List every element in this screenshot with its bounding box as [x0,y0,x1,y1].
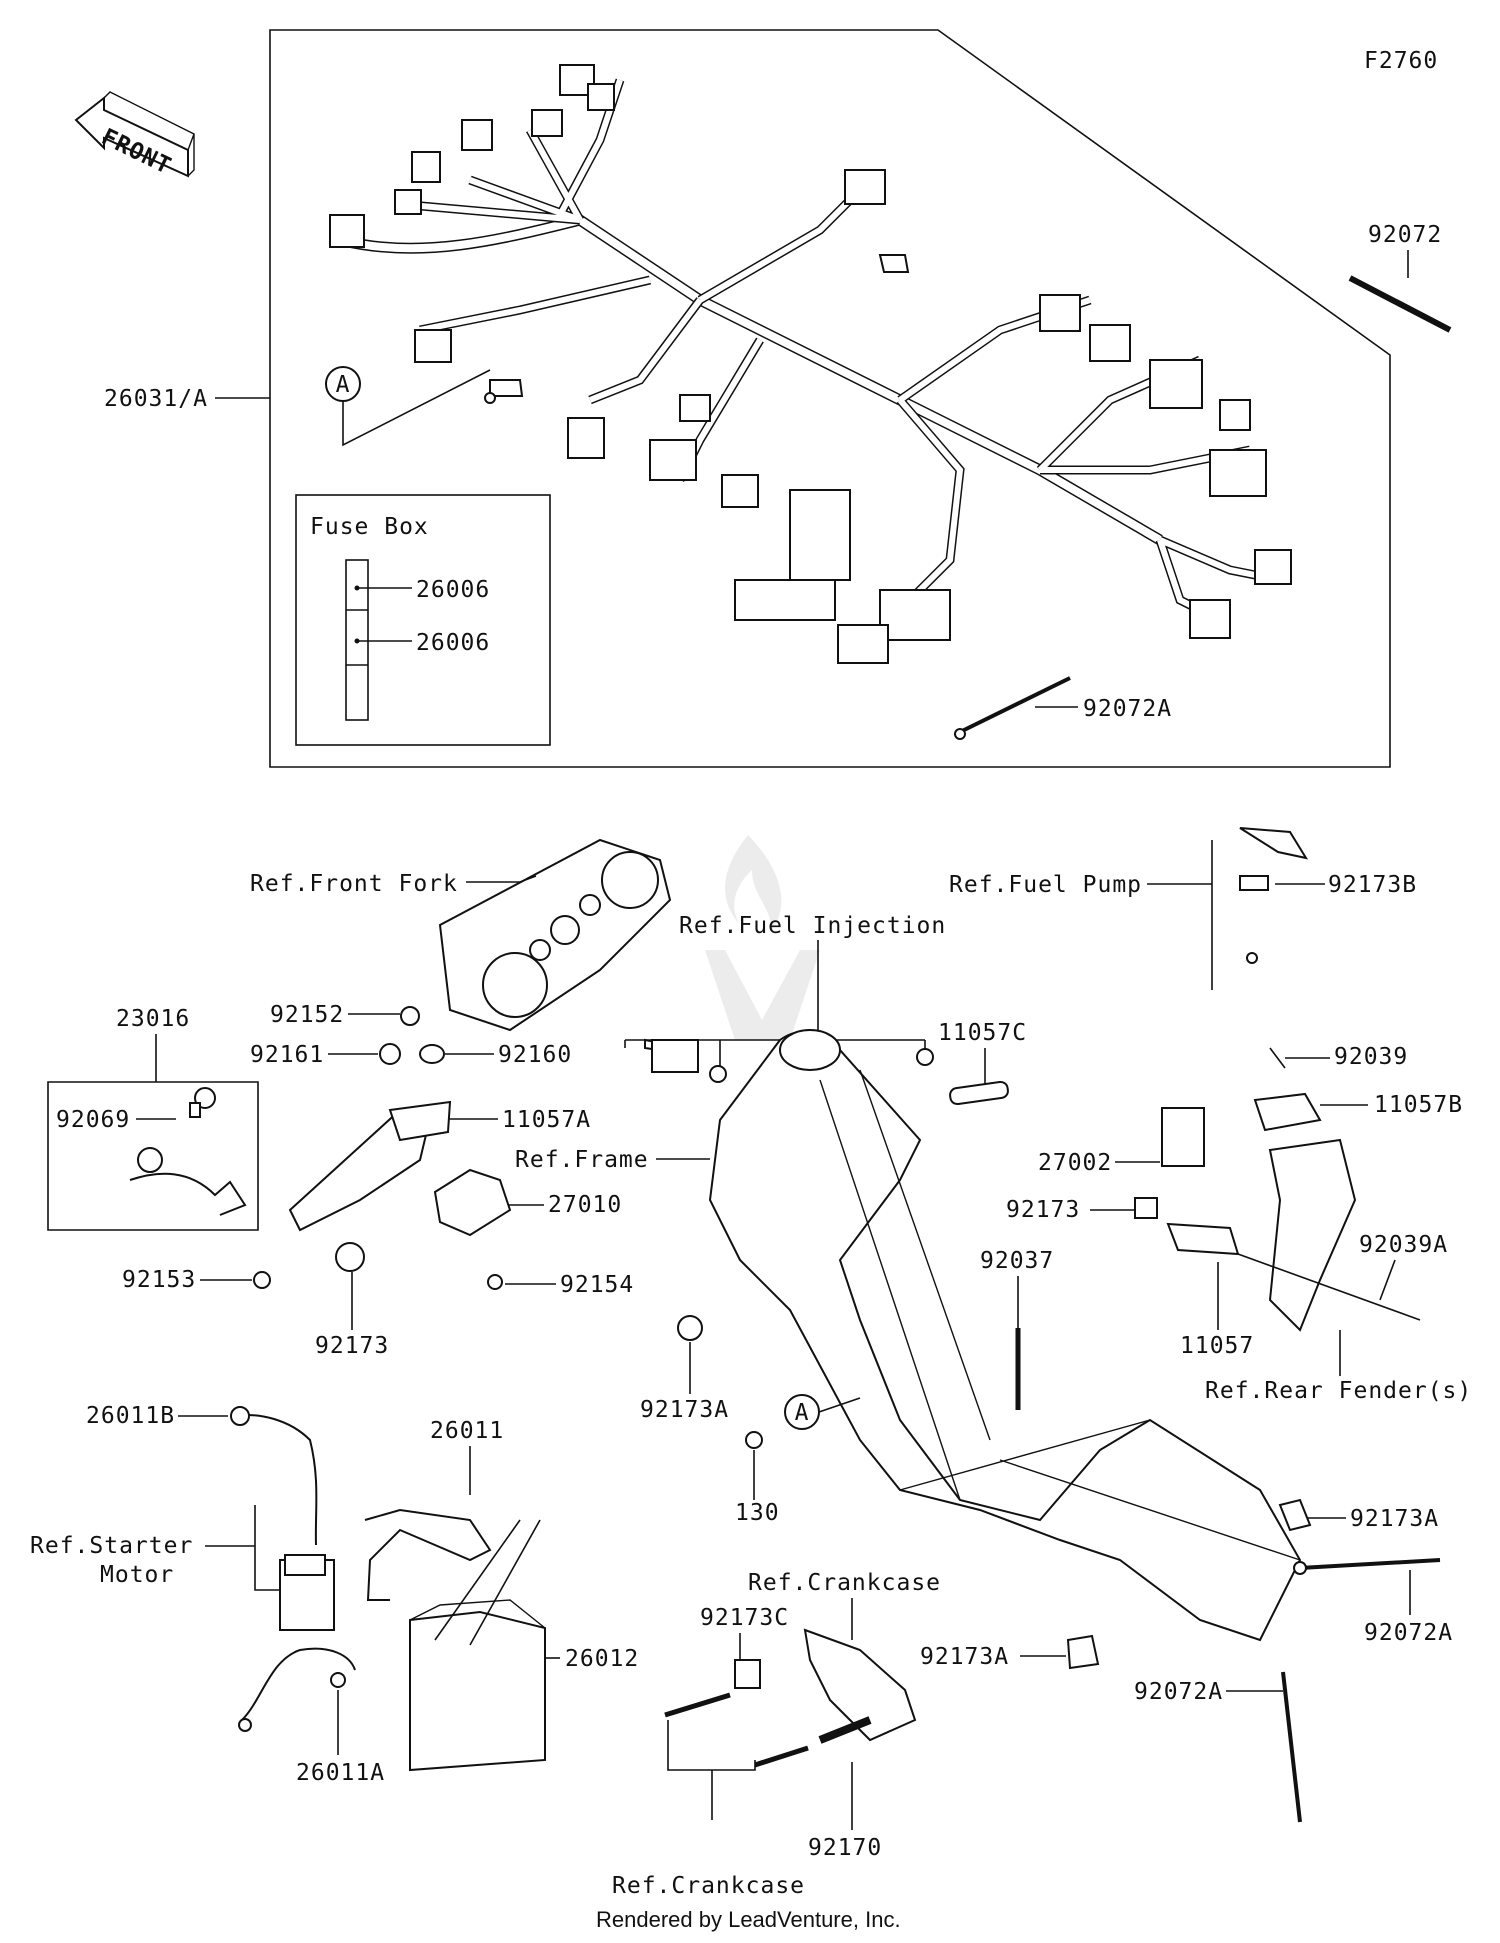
label-26011a: 26011A [296,1760,385,1786]
label-ref-starter: Ref.Starter [30,1533,193,1559]
label-92072a-bottom: 92072A [1134,1679,1223,1705]
wiring-harness [329,64,1292,740]
label-92161: 92161 [250,1042,324,1068]
label-26031-a: 26031/A [104,386,208,412]
label-92173a-bottom: 92173A [920,1644,1009,1670]
label-92072: 92072 [1368,222,1442,248]
label-92173a-right: 92173A [1350,1506,1439,1532]
label-23016: 23016 [116,1006,190,1032]
label-130: 130 [735,1500,780,1526]
label-92173-left: 92173 [315,1333,389,1359]
callout-a-bottom: A [784,1394,861,1430]
label-92160: 92160 [498,1042,572,1068]
figure-code: F2760 [1364,48,1438,74]
label-92153: 92153 [122,1267,196,1293]
label-ref-crankcase-top: Ref.Crankcase [748,1570,941,1596]
callout-letter: A [336,372,351,398]
label-ref-crankcase-bottom: Ref.Crankcase [612,1873,805,1899]
label-92069: 92069 [56,1107,130,1133]
label-92173a-left: 92173A [640,1397,729,1423]
label-92154: 92154 [560,1272,634,1298]
front-fork-bracket [438,838,672,1032]
callout-a-top: A [325,366,491,447]
label-92170: 92170 [808,1835,882,1861]
front-arrow-icon: FRONT [74,91,195,180]
label-26011: 26011 [430,1418,504,1444]
label-ref-rear-fenders: Ref.Rear Fender(s) [1205,1378,1472,1404]
label-ref-fuel-injection: Ref.Fuel Injection [679,913,946,939]
label-27010: 27010 [548,1192,622,1218]
label-11057: 11057 [1180,1333,1254,1359]
fuse-26006-b: 26006 [416,630,490,656]
label-92037: 92037 [980,1248,1054,1274]
fuse-box: Fuse Box 26006 26006 [295,494,551,746]
label-11057c: 11057C [938,1020,1027,1046]
label-92173c: 92173C [700,1605,789,1631]
frame [708,1029,1302,1642]
fuse-26006-a: 26006 [416,577,490,603]
label-26012: 26012 [565,1646,639,1672]
label-ref-fuel-pump: Ref.Fuel Pump [949,872,1142,898]
label-11057a: 11057A [502,1107,591,1133]
label-ref-frame: Ref.Frame [515,1147,649,1173]
label-92039: 92039 [1334,1044,1408,1070]
label-11057b: 11057B [1374,1092,1463,1118]
fuse-box-title: Fuse Box [310,514,429,540]
label-92173-right: 92173 [1006,1197,1080,1223]
label-92173b: 92173B [1328,872,1417,898]
label-92039a: 92039A [1359,1232,1448,1258]
label-92152: 92152 [270,1002,344,1028]
main-harness-box [269,29,1391,768]
label-27002: 27002 [1038,1150,1112,1176]
leadventure-watermark [705,835,820,1040]
label-ref-front-fork: Ref.Front Fork [250,871,458,897]
label-92072a-right: 92072A [1364,1620,1453,1646]
label-motor: Motor [100,1562,174,1588]
label-92072a-top: 92072A [1083,696,1172,722]
render-credit: Rendered by LeadVenture, Inc. [596,1907,901,1932]
callout-letter-bottom: A [795,1400,810,1426]
label-26011b: 26011B [86,1403,175,1429]
